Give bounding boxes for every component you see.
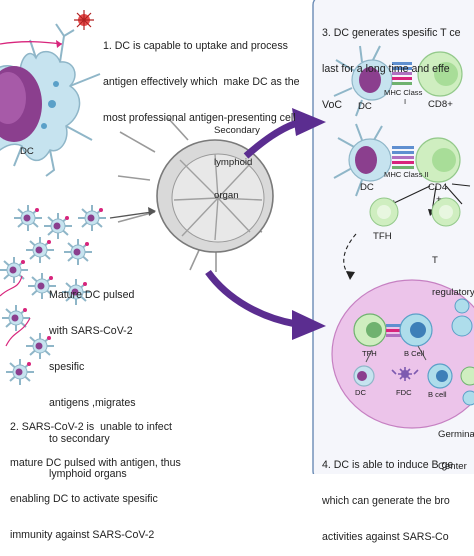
organ-label-line: lymphoid [214, 157, 253, 169]
t-regulatory-line: regulatory [432, 287, 474, 299]
mature-dc-icon [78, 205, 106, 231]
germinal-center-cells [353, 298, 474, 406]
mature-dc-icon [26, 333, 54, 359]
mid-dc-label: DC [360, 182, 374, 193]
mature-dc-line: to secondary [49, 432, 110, 445]
gc-fdc-label: FDC [396, 388, 412, 397]
step-1-line: most professional antigen-presenting cel… [103, 111, 296, 124]
cd4-plus-label: + [436, 194, 442, 205]
diagram: 1. DC is capable to uptake and process a… [0, 0, 474, 543]
arrow-to-germinal-center [205, 269, 297, 328]
step-4-line: activities against SARS-Co [322, 530, 449, 543]
step-4-line: which can generate the bro [322, 494, 450, 507]
gc-bcell-top-label: B Cell [404, 349, 425, 358]
tfh-label: TFH [373, 231, 392, 242]
step-2-line: immunity against SARS-CoV-2 [10, 528, 155, 541]
mature-dc-icon [26, 237, 54, 263]
cd4-label: CD4 [428, 182, 448, 193]
lymphoid-organ [117, 117, 274, 272]
step-3-line: last for a long time and effe [322, 62, 450, 75]
mhc-class-i-number: I [404, 97, 407, 106]
mature-dc-icon [14, 205, 42, 231]
mature-dc-line: antigens ,migrates [49, 396, 136, 409]
t-regulatory-label: T regulatory [432, 234, 474, 310]
dc-label: DC [20, 146, 34, 157]
t-regulatory-line: T [432, 254, 438, 266]
mature-dc-icon [0, 257, 28, 283]
step-3-line: 3. DC generates spesific T ce [322, 26, 461, 39]
mature-dc-icon [2, 305, 30, 331]
top-dc-label: DC [358, 101, 372, 112]
mature-dc-icon [64, 239, 92, 265]
dc-mhc-class-i-cd8 [333, 45, 463, 117]
step-4-line: 4. DC is able to induce B ge [322, 458, 454, 471]
step-3-line: VoC [322, 98, 343, 111]
step-4-text: 4. DC is able to induce B ge which can g… [322, 436, 474, 556]
antigen-icon [74, 10, 94, 30]
mature-dc-icon [62, 279, 90, 305]
mature-dc-icon [6, 359, 34, 385]
migration-arrow [109, 211, 153, 219]
mature-dc-line: with SARS-CoV-2 [49, 324, 133, 337]
gc-bcell-bottom-label: B cell [428, 390, 447, 399]
step-2-line: enabling DC to activate spesific [10, 492, 158, 505]
cd8-label: CD8+ [428, 99, 453, 110]
germinal-center-label: Germina Center [438, 408, 474, 484]
migrating-dc-group [0, 205, 106, 385]
organ-label-line: Secondary [214, 124, 260, 136]
step-3-text: 3. DC generates spesific T ce last for a… [322, 4, 472, 124]
mature-dc-line: spesific [49, 360, 85, 373]
secondary-lymphoid-organ-label: Secondary lymphoid organ [214, 104, 260, 212]
germinal-center-line: Germina [438, 428, 474, 440]
gc-dc-label: DC [355, 388, 366, 397]
step-1-text: 1. DC is capable to uptake and process a… [103, 17, 299, 137]
dc-mhc-class-ii-cd4 [333, 123, 471, 216]
germinal-center-line: Center [438, 461, 467, 473]
gc-tfh-label: TFH [362, 349, 377, 358]
diagram-art [0, 0, 474, 481]
organ-label-line: organ [214, 189, 239, 201]
mature-dc-icon [28, 273, 56, 299]
step-1-line: 1. DC is capable to uptake and process [103, 39, 288, 52]
mhc-class-ii-label: MHC Class II [384, 170, 429, 179]
mhc-class-i-label: MHC Class [384, 88, 423, 97]
step-2-line: mature DC pulsed with antigen, thus [10, 456, 181, 469]
mature-dc-line: Mature DC pulsed [49, 288, 135, 301]
step-2-text: 2. SARS-CoV-2 is unable to infect mature… [10, 398, 181, 554]
mature-dc-icon [44, 213, 72, 239]
step-1-line: antigen effectively which make DC as the [103, 75, 300, 88]
dendritic-cell-large [0, 23, 101, 177]
step-2-line: 2. SARS-CoV-2 is unable to infect [10, 420, 172, 433]
